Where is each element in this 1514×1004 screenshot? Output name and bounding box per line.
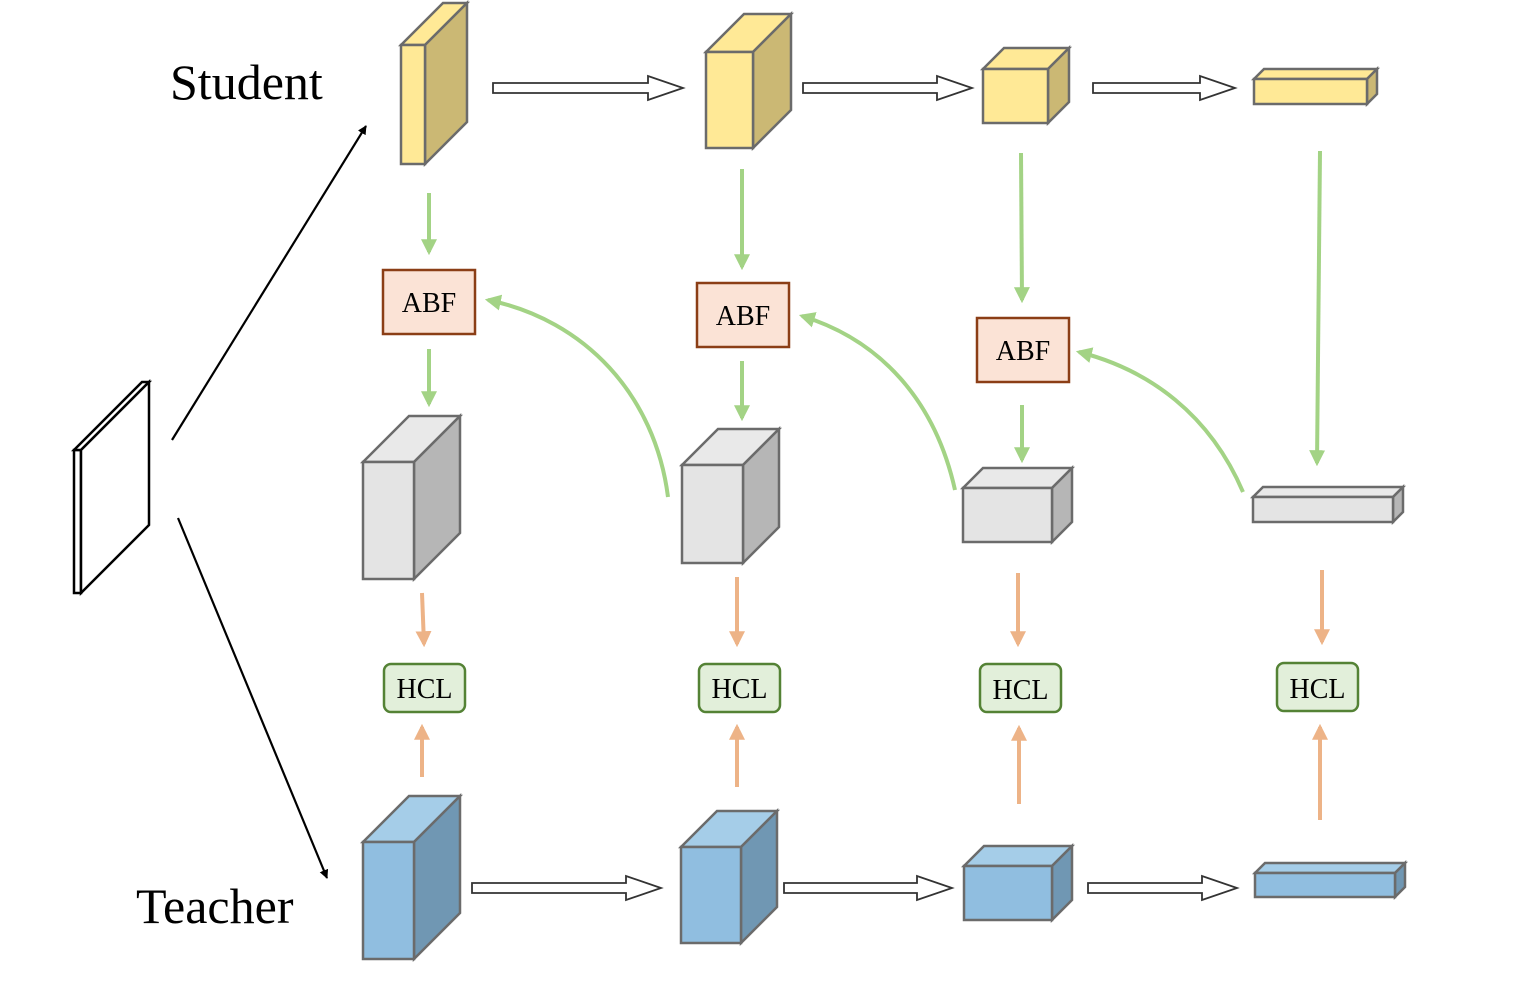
teacher-feature-3 [960, 842, 1076, 924]
abf-label: ABF [716, 301, 770, 332]
teacher-flow-arrow-1 [471, 874, 664, 902]
abf-module-2: ABF [695, 281, 791, 349]
student-flow-arrow-1 [492, 74, 686, 102]
abf-label: ABF [996, 336, 1050, 367]
abf-module-1: ABF [381, 268, 477, 336]
hcl-label: HCL [1290, 674, 1346, 705]
student-to-fused-arrow-4 [1309, 150, 1326, 467]
hcl-label: HCL [993, 675, 1049, 706]
input-to-teacher-arrow [176, 517, 329, 879]
teacher-flow-arrow-2 [783, 874, 955, 902]
abf-module-3: ABF [975, 316, 1071, 384]
teacher-label: Teacher [136, 878, 294, 934]
student-feature-1 [397, 0, 471, 168]
student-feature-3 [979, 44, 1073, 127]
teacher-feature-1 [359, 792, 464, 963]
hcl-label: HCL [397, 674, 453, 705]
fused-to-abf-curve-3 [1075, 347, 1245, 493]
fused-feature-1 [359, 412, 464, 583]
input-to-student-arrow [171, 125, 367, 441]
teacher-feature-4 [1251, 859, 1409, 901]
abf-label: ABF [402, 288, 456, 319]
input-image [70, 378, 153, 597]
hcl-module-3: HCL [978, 662, 1063, 714]
student-feature-2 [702, 10, 795, 152]
teacher-feature-2 [677, 807, 781, 947]
fused-to-abf-curve-2 [798, 312, 957, 491]
student-flow-arrow-2 [802, 74, 975, 102]
fused-to-abf-curve-1 [484, 294, 670, 498]
fused-feature-3 [959, 464, 1076, 546]
student-flow-arrow-3 [1092, 74, 1238, 102]
fused-feature-4 [1249, 483, 1407, 526]
hcl-label: HCL [712, 674, 768, 705]
fused-to-hcl-arrow-1 [415, 592, 432, 648]
teacher-flow-arrow-3 [1087, 874, 1240, 902]
hcl-module-4: HCL [1275, 661, 1360, 713]
hcl-module-1: HCL [382, 662, 467, 714]
fused-feature-2 [678, 425, 783, 567]
student-label: Student [170, 54, 323, 110]
student-to-abf-arrow-3 [1013, 152, 1030, 304]
student-feature-4 [1250, 65, 1381, 108]
hcl-module-2: HCL [697, 662, 782, 714]
